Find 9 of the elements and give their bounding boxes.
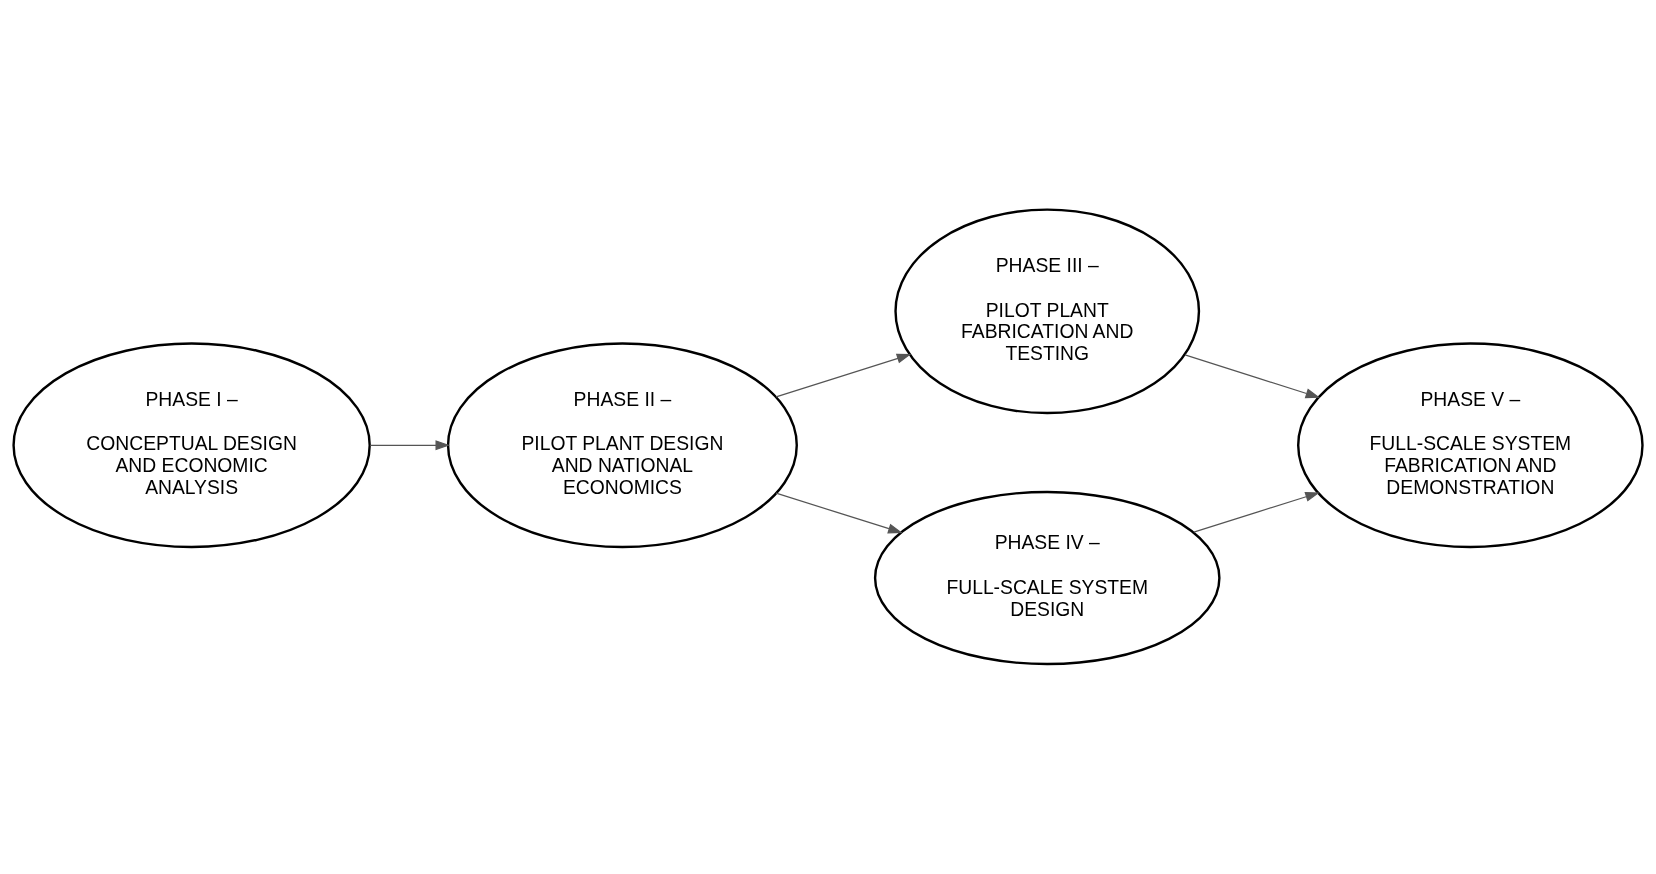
arrow: [775, 353, 912, 398]
arrow: [775, 492, 903, 534]
node-ellipse: PHASE IV – FULL-SCALE SYSTEM DESIGN: [873, 490, 1221, 666]
node-ellipse: PHASE V – FULL-SCALE SYSTEM FABRICATION AND DEMONSTRATION: [1297, 342, 1644, 549]
node-ellipse: PHASE II – PILOT PLANT DESIGN AND NATIONAL ECONOMICS: [446, 342, 798, 549]
arrow: [1184, 354, 1321, 399]
node-ellipse: PHASE I – CONCEPTUAL DESIGN AND ECONOMIC ANALYSIS: [12, 342, 371, 549]
arrow: [369, 440, 450, 451]
arrow: [1193, 491, 1320, 533]
